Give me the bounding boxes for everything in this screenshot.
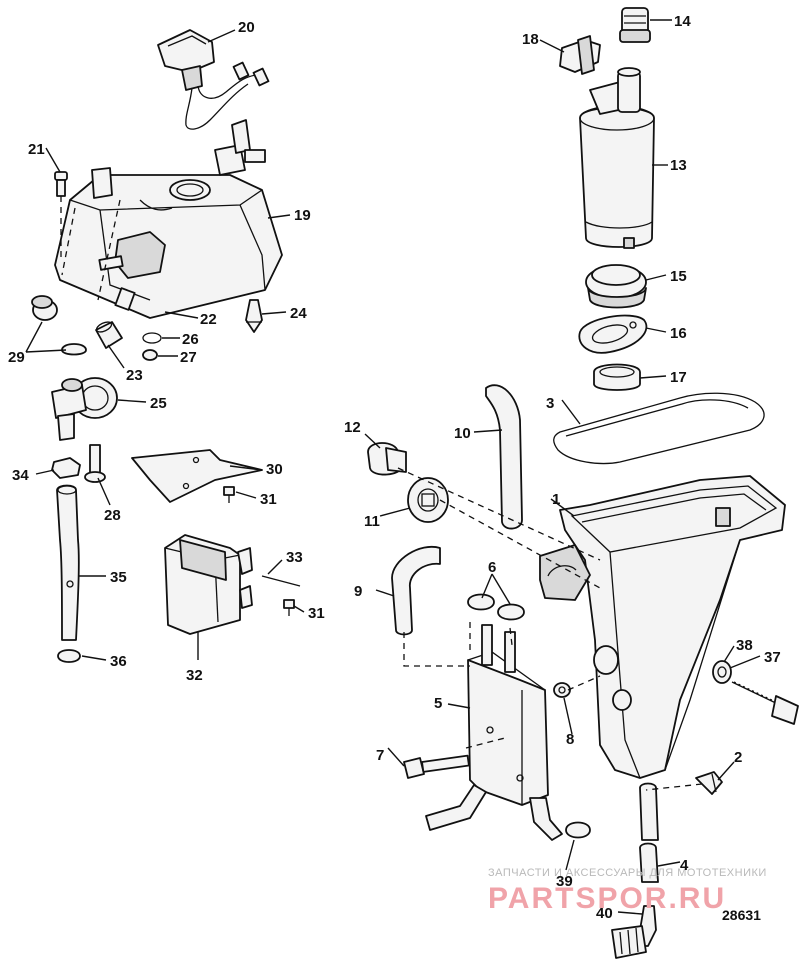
callout-14: 14 xyxy=(674,13,691,30)
callout-28: 28 xyxy=(104,507,121,524)
part-8-washer xyxy=(553,682,571,698)
part-15-filter xyxy=(585,264,647,309)
part-21-screw xyxy=(54,171,68,260)
callout-27: 27 xyxy=(180,349,197,366)
part-31-screw xyxy=(223,486,235,503)
part-10-hose xyxy=(485,384,523,530)
part-4-hose xyxy=(639,782,659,883)
part-13-fuel-pump xyxy=(579,67,655,249)
callout-5: 5 xyxy=(434,695,442,712)
callout-40: 40 xyxy=(596,905,613,922)
part-20-connector xyxy=(157,29,270,130)
callout-25: 25 xyxy=(150,395,167,412)
part-34-nut xyxy=(51,457,81,479)
part-9-hose xyxy=(391,545,441,636)
callout-20: 20 xyxy=(238,19,255,36)
part-24-push-pin xyxy=(245,299,263,333)
part-16-bracket xyxy=(578,314,648,354)
callout-31-upper: 31 xyxy=(260,491,277,508)
callout-17: 17 xyxy=(670,369,687,386)
part-2-pin xyxy=(695,771,723,795)
callout-22: 22 xyxy=(200,311,217,328)
part-6-clamps xyxy=(467,593,525,621)
callout-38: 38 xyxy=(736,637,753,654)
callout-16: 16 xyxy=(670,325,687,342)
part-7-bolt xyxy=(403,754,470,779)
callout-11: 11 xyxy=(364,513,380,530)
part-32-module xyxy=(164,534,253,635)
part-40-fitting xyxy=(611,905,657,959)
callout-8: 8 xyxy=(566,731,574,748)
callout-39: 39 xyxy=(556,873,573,890)
callout-15: 15 xyxy=(670,268,687,285)
part-36-clamp xyxy=(57,649,81,663)
callout-26: 26 xyxy=(182,331,199,348)
part-30-plate xyxy=(131,449,263,503)
part-33-pin xyxy=(261,575,301,587)
callout-34: 34 xyxy=(12,467,29,484)
leader-lines xyxy=(25,19,761,915)
callout-13: 13 xyxy=(670,157,687,174)
callout-2: 2 xyxy=(734,749,742,766)
part-27-nut xyxy=(142,349,158,361)
callout-32: 32 xyxy=(186,667,203,684)
part-28-bolt xyxy=(84,444,106,483)
callout-3: 3 xyxy=(546,395,554,412)
callout-7: 7 xyxy=(376,747,384,764)
part-26-o-ring xyxy=(142,332,162,344)
callout-21: 21 xyxy=(28,141,45,158)
part-12-fitting xyxy=(367,442,407,476)
part-19-cover xyxy=(54,119,283,319)
callout-6: 6 xyxy=(488,559,496,576)
watermark-logo: PARTSPOR.RU xyxy=(488,882,726,915)
callout-12: 12 xyxy=(344,419,361,436)
callout-1: 1 xyxy=(552,491,560,508)
part-39-clamp xyxy=(565,821,591,839)
callout-33: 33 xyxy=(286,549,303,566)
part-23-cap xyxy=(95,321,123,349)
diagram-reference-number: 28631 xyxy=(722,907,761,923)
callout-36: 36 xyxy=(110,653,127,670)
callout-35: 35 xyxy=(110,569,127,586)
part-17-grommet xyxy=(593,363,641,391)
callout-37: 37 xyxy=(764,649,781,666)
part-1-tank xyxy=(539,475,786,779)
part-29-caps xyxy=(31,295,87,356)
part-18-clip xyxy=(559,35,601,75)
callout-29: 29 xyxy=(8,349,25,366)
callout-24: 24 xyxy=(290,305,307,322)
callout-9: 9 xyxy=(354,583,362,600)
part-38-washer xyxy=(712,660,732,684)
callout-10: 10 xyxy=(454,425,471,442)
part-3-gasket xyxy=(553,392,765,465)
assembly-lines xyxy=(61,199,703,791)
part-5-filter xyxy=(425,624,563,841)
part-37-bolt xyxy=(731,681,799,725)
part-11-grommet xyxy=(407,477,449,523)
callout-31-lower: 31 xyxy=(308,605,325,622)
part-14-plug xyxy=(619,7,651,43)
callout-30: 30 xyxy=(266,461,283,478)
callout-18: 18 xyxy=(522,31,539,48)
watermark-tagline: ЗАПЧАСТИ И АКСЕССУАРЫ ДЛЯ МОТОТЕХНИКИ xyxy=(488,867,767,879)
part-31-screw-lower xyxy=(283,599,295,616)
callout-4: 4 xyxy=(680,857,689,874)
part-35-hose xyxy=(56,484,80,641)
part-25-valve xyxy=(51,377,118,441)
callout-19: 19 xyxy=(294,207,311,224)
callout-23: 23 xyxy=(126,367,143,384)
